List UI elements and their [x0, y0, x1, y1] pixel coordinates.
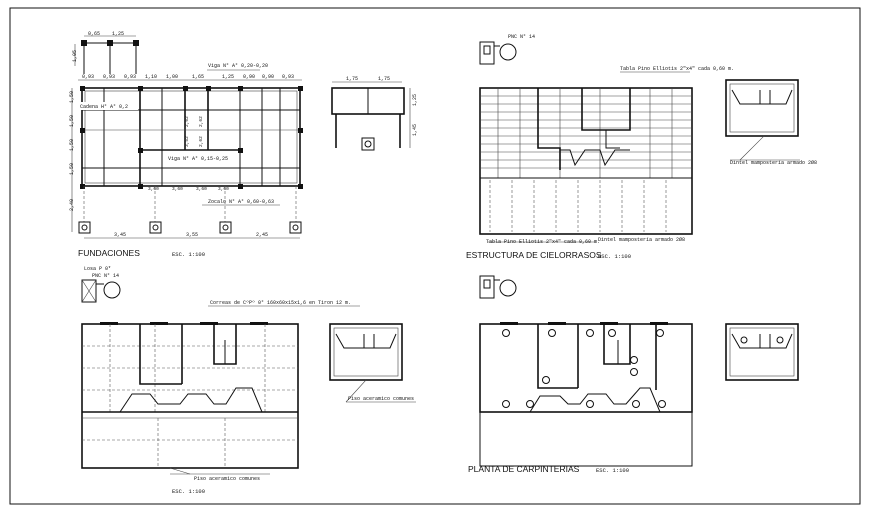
dim-inner-4: 2,62 — [198, 136, 204, 147]
side-dim-4: 1,45 — [412, 124, 418, 136]
ceiling-side-detail: Dintel mampostería armado 2Ø8 — [725, 79, 817, 166]
ceiling-structure-plan: PNC N° 14 Tabla Pino Elliotis 2"x4" cada… — [466, 34, 817, 260]
footing-label-2: 3,60 — [172, 186, 183, 192]
floor-plan: Losa P 0* PNC N° 14 Correas de CºPº 0° 1… — [81, 266, 416, 495]
note-dintel-side: Dintel mampostería armado 2Ø8 — [730, 159, 817, 166]
dim-left-1: 1,50 — [69, 91, 75, 103]
note-zocalo: Zocalo N° A° 0,60-0,63 — [208, 199, 274, 205]
dim-left-5: 2,40 — [69, 199, 75, 211]
footings-row — [78, 221, 302, 234]
ceiling-ref: PNC N° 14 — [508, 34, 535, 40]
foundations-plan: 0,65 1,25 1,05 0,93 0,93 0,93 1,10 1,00 … — [69, 31, 418, 258]
note-correas: Correas de CºPº 0° 160x60x15x1,6 en Tiro… — [210, 300, 351, 306]
title-cielorrasos: ESTRUCTURA DE CIELORRASOS — [466, 250, 602, 260]
detail-dim-2: 1,25 — [112, 31, 124, 37]
side-dim-2: 1,75 — [378, 76, 390, 82]
floor-ref-top: Losa P 0* — [84, 266, 111, 272]
dim-top-8: 0,90 — [243, 74, 255, 80]
dim-top-3: 0,93 — [124, 74, 136, 80]
dim-top-4: 1,10 — [145, 74, 157, 80]
ceiling-outline — [479, 87, 693, 235]
note-piso-bottom: Piso aceramico comunes — [194, 476, 260, 482]
dim-top-9: 0,90 — [262, 74, 274, 80]
carpentry-plan: PLANTA DE CARPINTERIAS ESC. 1:100 — [468, 275, 799, 474]
floor-outline — [81, 323, 299, 469]
floor-ref-icons: Losa P 0* PNC N° 14 — [81, 266, 121, 303]
side-dim-3: 1,25 — [412, 94, 418, 106]
note-viga-top: Viga N° A° 0,20-0,20 — [208, 63, 268, 69]
ceiling-ref-icons: PNC N° 14 — [479, 34, 535, 65]
dim-top-2: 0,93 — [103, 74, 115, 80]
side-dim-1: 1,75 — [346, 76, 358, 82]
note-cadena: Cadena H° A° 0,2 — [80, 104, 128, 110]
sheet-border — [9, 7, 861, 505]
opening-markers — [502, 329, 666, 408]
dim-left-3: 1,50 — [69, 139, 75, 151]
dim-bottom-2: 3,55 — [186, 232, 198, 238]
dim-top-1: 0,93 — [82, 74, 94, 80]
dim-left-4: 1,50 — [69, 163, 75, 175]
note-tabla-bottom: Tabla Pino Elliotis 2"x4" cada 0,60 m. — [486, 239, 600, 245]
scale-cielorrasos: ESC. 1:100 — [598, 253, 631, 260]
dim-bottom-1: 3,45 — [114, 232, 126, 238]
dim-top-7: 1,25 — [222, 74, 234, 80]
dim-inner-3: 2,62 — [198, 116, 204, 127]
scale-pisos: ESC. 1:100 — [172, 488, 205, 495]
note-tabla-top: Tabla Pino Elliotis 2"x4" cada 0,60 m. — [620, 66, 734, 72]
note-piso-side: Piso aceramico comunes — [348, 396, 414, 402]
detail-dim-1: 0,65 — [88, 31, 100, 37]
scale-fundaciones: ESC. 1:100 — [172, 251, 205, 258]
floor-side-detail: Piso aceramico comunes — [329, 323, 416, 403]
note-viga-mid: Viga N° A° 0,15-0,25 — [168, 156, 228, 162]
detail-dim-3: 1,05 — [72, 50, 78, 62]
dim-left-2: 1,50 — [69, 115, 75, 127]
side-detail: 1,75 1,75 1,25 1,45 — [331, 76, 418, 151]
dim-top-10: 0,93 — [282, 74, 294, 80]
carpentry-outline — [479, 323, 693, 413]
dim-bottom-3: 2,45 — [256, 232, 268, 238]
footing-label-1: 3,60 — [148, 186, 159, 192]
dim-inner-1: 2,62 — [184, 116, 190, 127]
carpentry-ref-icons — [479, 275, 517, 299]
column-detail: 0,65 1,25 1,05 — [72, 31, 139, 74]
floor-ref-pnc: PNC N° 14 — [92, 273, 119, 279]
footing-label-3: 3,60 — [196, 186, 207, 192]
scale-carpinterias: ESC. 1:100 — [596, 467, 629, 474]
dim-top-5: 1,00 — [166, 74, 178, 80]
carpentry-side-detail — [725, 323, 799, 381]
footing-label-4: 3,60 — [218, 186, 229, 192]
title-carpinterias: PLANTA DE CARPINTERIAS — [468, 464, 580, 474]
title-fundaciones: FUNDACIONES — [78, 248, 140, 258]
foundation-outline — [81, 87, 301, 187]
dim-top-6: 1,65 — [192, 74, 204, 80]
dim-inner-2: 3,52 — [184, 136, 190, 147]
note-dintel-bottom: Dintel mampostería armado 2Ø8 — [598, 236, 685, 243]
